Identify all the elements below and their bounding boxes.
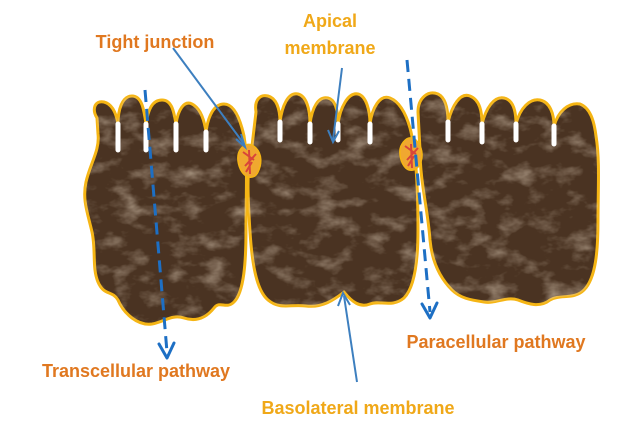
apical-label-line2: membrane bbox=[284, 38, 375, 58]
paracellular-label: Paracellular pathway bbox=[406, 332, 585, 352]
basolateral-label: Basolateral membrane bbox=[261, 398, 454, 418]
basolateral-pointer bbox=[338, 293, 357, 382]
tight-junction-right bbox=[400, 138, 422, 170]
left-cell bbox=[80, 90, 255, 330]
right-cell-texture bbox=[415, 88, 605, 308]
transcellular-label: Transcellular pathway bbox=[42, 361, 230, 381]
tight-junction-label: Tight junction bbox=[96, 32, 215, 52]
left-cell-texture bbox=[80, 90, 255, 330]
apical-label-line1: Apical bbox=[303, 11, 357, 31]
right-cell bbox=[415, 88, 605, 308]
